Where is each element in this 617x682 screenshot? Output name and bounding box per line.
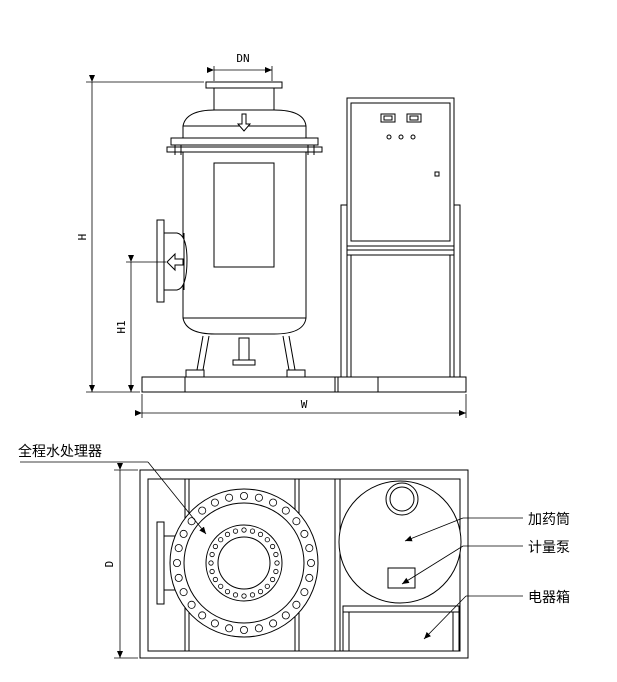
bolt-hole [210, 619, 219, 628]
label-metering-pump: 计量泵 [528, 540, 570, 556]
bolt-hole [257, 531, 264, 538]
cabinet-lock [434, 171, 440, 177]
bolt-hole [292, 517, 301, 526]
d-dimension: D [103, 463, 138, 659]
bolt-hole [269, 576, 276, 583]
label-electrical-box: 电器箱 [528, 590, 570, 606]
base-frame [141, 376, 467, 393]
bolt-hole [249, 592, 256, 598]
bolt-hole [212, 543, 218, 550]
dn-label: DN [236, 52, 249, 65]
bolt-hole [274, 560, 280, 566]
h1-dimension: H1 [115, 255, 166, 392]
bolt-hole [300, 529, 309, 538]
plan-base-inner [147, 478, 461, 652]
vessel-body-flange [166, 137, 323, 155]
bolt-hole [257, 588, 264, 595]
indicator-light [398, 134, 404, 140]
control-cabinet [346, 97, 455, 247]
bolt-hole [281, 611, 290, 620]
vessel-body [182, 151, 307, 335]
bolt-hole [264, 583, 270, 589]
bolt-hole [254, 493, 263, 502]
bolt-hole [179, 588, 188, 597]
label-dosing-tank: 加药筒 [528, 511, 570, 528]
bolt-hole [249, 528, 256, 534]
bolt-hole [232, 592, 239, 598]
plan-view: D 全程水处理器 加药筒 计量泵 电器箱 [18, 443, 570, 659]
meter-display-left [380, 113, 396, 123]
bolt-hole [241, 527, 247, 533]
d-label: D [103, 561, 116, 568]
inner-bolt-holes [208, 527, 280, 599]
bolt-hole [179, 529, 188, 538]
bolt-hole [239, 491, 248, 500]
h-label: H [76, 234, 89, 241]
w-dimension: W [135, 394, 467, 418]
top-inlet-pipe [205, 81, 283, 111]
bolt-hole [292, 600, 301, 609]
front-elevation: DN H H1 W [76, 52, 467, 418]
bolt-hole [305, 573, 314, 582]
outlet-flow-arrow-icon [166, 252, 184, 272]
bolt-hole [225, 624, 234, 633]
processor-plan [169, 488, 319, 638]
bolt-hole [209, 551, 215, 558]
bolt-hole [300, 588, 309, 597]
bolt-hole [281, 506, 290, 515]
metering-pump-plan [387, 567, 416, 589]
bolt-hole [241, 593, 247, 599]
bolt-hole [218, 537, 224, 543]
bolt-hole [210, 498, 219, 507]
plan-base-outer [139, 469, 469, 659]
bolt-hole [209, 568, 215, 575]
indicator-light [386, 134, 392, 140]
bolt-hole [224, 588, 231, 595]
meter-display-right [406, 113, 422, 123]
bolt-hole [239, 626, 248, 635]
bolt-hole [269, 619, 278, 628]
bolt-hole [174, 544, 183, 553]
bolt-hole [198, 506, 207, 515]
bolt-hole [208, 560, 214, 566]
bolt-hole [198, 611, 207, 620]
tank-fill-port [385, 482, 419, 516]
inlet-flow-arrow-icon [236, 113, 252, 132]
bolt-hole [174, 573, 183, 582]
bolt-hole [273, 551, 279, 558]
h1-label: H1 [115, 320, 128, 333]
bolt-hole [269, 498, 278, 507]
bolt-hole [225, 493, 234, 502]
bolt-hole [306, 559, 315, 568]
dosing-tank-plan [338, 480, 462, 604]
electrical-box-plan [342, 605, 460, 652]
bolt-hole [212, 576, 218, 583]
bolt-hole [273, 568, 279, 575]
vessel-legs [185, 335, 306, 378]
bolt-hole [264, 537, 270, 543]
label-processor: 全程水处理器 [18, 443, 102, 460]
bolt-hole [224, 531, 231, 538]
bolt-hole [218, 583, 224, 589]
leader-lines [20, 461, 523, 640]
bolt-hole [187, 600, 196, 609]
bolt-hole [254, 624, 263, 633]
bolt-hole [269, 543, 276, 550]
bolt-hole [172, 559, 181, 568]
bolt-hole [305, 544, 314, 553]
vessel-window [213, 162, 275, 268]
dn-dimension: DN [207, 52, 273, 81]
w-label: W [301, 398, 308, 411]
indicator-light [410, 134, 416, 140]
bolt-hole [232, 528, 239, 534]
